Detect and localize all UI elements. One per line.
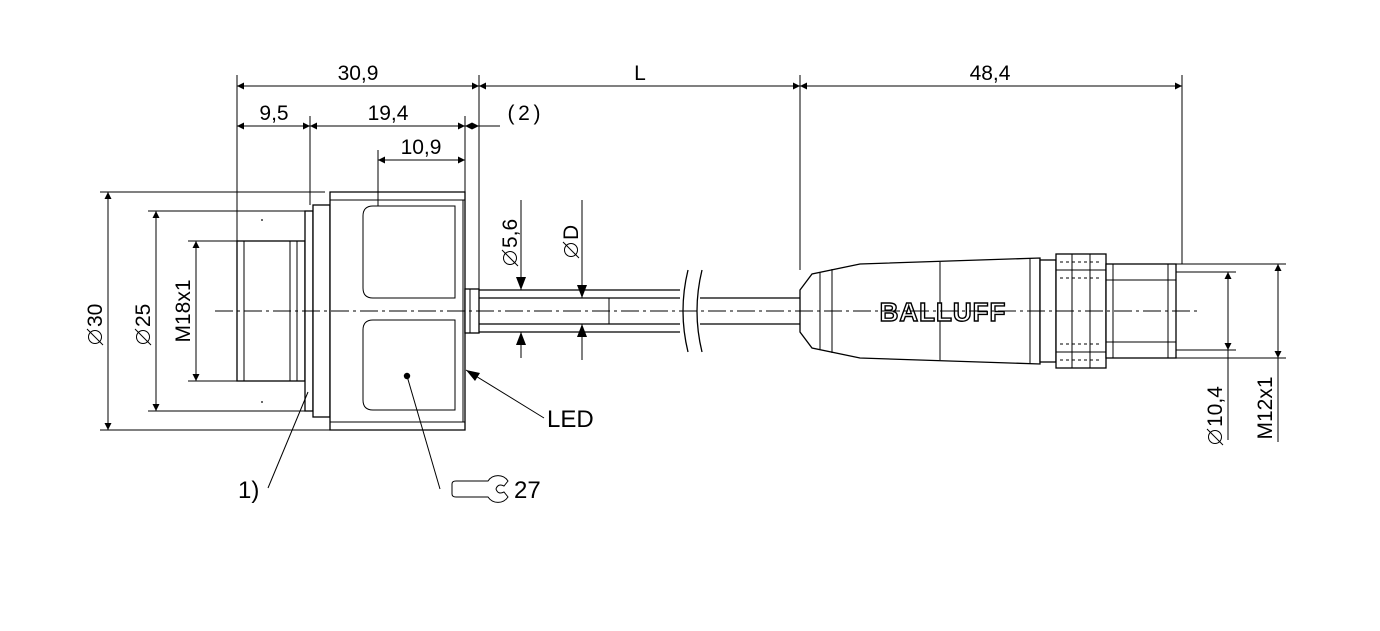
dim-48-4: 48,4 [800,62,1182,90]
wrench-size-label: 27 [514,477,541,504]
diameter-symbol [501,249,519,267]
dim-2-label: 2 [518,102,530,125]
dim-19-4-label: 19,4 [368,102,409,125]
dim-L: L [479,62,800,90]
svg-text:): ) [534,102,541,125]
callout-led-label: LED [547,406,594,433]
dim-dia-25-label: 25 [132,304,155,327]
dim-m18: M18x1 [172,241,200,381]
callout-note-1: 1) [238,391,309,504]
dim-48-4-label: 48,4 [970,62,1011,85]
dim-L-label: L [634,62,646,85]
dim-dia-D: D [560,200,587,360]
diameter-symbol [1206,428,1224,446]
dim-2: ( 2 ) [465,102,541,130]
dim-m18-label: M18x1 [172,279,195,342]
dim-30-9-label: 30,9 [338,62,379,85]
dim-dia-5-6: 5,6 [499,200,526,358]
dim-m12: M12x1 [1254,264,1282,442]
extension-lines-right [1176,263,1286,359]
dim-dia-30-label: 30 [84,304,107,327]
dim-9-5-label: 9,5 [259,102,288,125]
dim-dia-10-4: 10,4 [1204,272,1232,446]
diameter-symbol [134,328,152,346]
dim-9-5: 9,5 [237,102,310,130]
diameter-symbol [562,241,580,259]
diameter-symbol [86,328,104,346]
dim-30-9: 30,9 [237,62,479,90]
brand-logo: BALLUFF [880,297,1007,327]
dim-dia-D-label: D [560,225,583,240]
dim-10-9: 10,9 [378,136,465,164]
svg-text:(: ( [508,102,515,125]
dim-dia-5-6-label: 5,6 [499,219,522,248]
dim-dia-25: 25 [132,211,160,411]
open-end-wrench-icon [451,475,509,503]
dim-dia-10-4-label: 10,4 [1204,386,1227,427]
callout-wrench: 27 [406,375,541,504]
dim-dia-30: 30 [84,192,112,430]
dim-m12-label: M12x1 [1254,376,1277,439]
callout-led: LED [465,369,594,433]
callout-note-1-label: 1) [238,477,259,504]
dim-19-4: 19,4 [310,102,465,130]
dim-10-9-label: 10,9 [401,136,442,159]
